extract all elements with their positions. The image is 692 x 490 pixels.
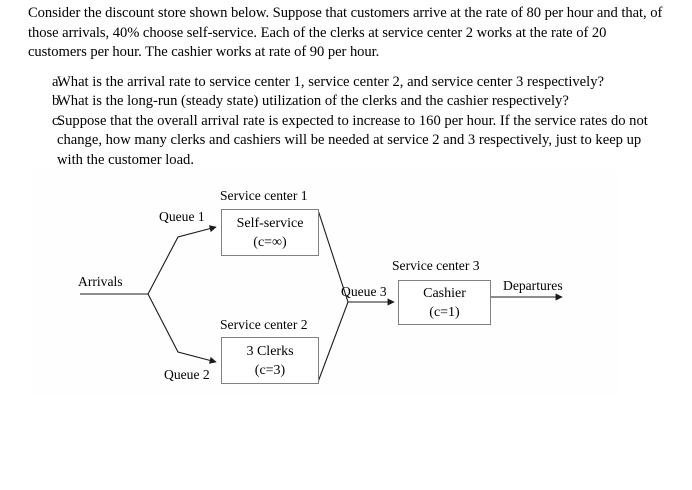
question-item-a: a. What is the arrival rate to service c… (28, 73, 664, 93)
service-center-2-box: 3 Clerks (c=3) (221, 337, 319, 384)
service-center-2-title: Service center 2 (220, 317, 308, 332)
service-center-3-box: Cashier (c=1) (398, 280, 491, 325)
question-marker-a: a. (52, 73, 63, 90)
arrivals-label: Arrivals (78, 274, 123, 289)
service-center-1-name: Self-service (236, 215, 304, 231)
queue-1-label: Queue 1 (159, 209, 205, 224)
question-text-a: What is the arrival rate to service cent… (57, 73, 604, 90)
service-center-1-capacity: (c=∞) (253, 234, 287, 250)
question-item-c: c. Suppose that the overall arrival rate… (28, 112, 664, 171)
service-center-3-capacity: (c=1) (429, 304, 460, 320)
service-center-1-title: Service center 1 (220, 188, 308, 203)
question-marker-b: b. (52, 93, 63, 109)
service-center-1-box: Self-service (c=∞) (221, 209, 319, 256)
service-center-3-name: Cashier (423, 285, 466, 301)
queue-2-label: Queue 2 (164, 367, 210, 382)
service-center-2-capacity: (c=3) (254, 362, 286, 378)
question-item-b: b. What is the long-run (steady state) u… (28, 92, 664, 112)
departures-label: Departures (503, 278, 563, 293)
service-center-2-name: 3 Clerks (246, 343, 294, 359)
service-center-3-title: Service center 3 (392, 258, 480, 273)
question-text-c: Suppose that the overall arrival rate is… (57, 112, 648, 168)
question-marker-c: c. (52, 112, 63, 129)
intro-paragraph: Consider the discount store shown below.… (28, 5, 663, 60)
question-text-b: What is the long-run (steady state) util… (57, 93, 569, 109)
queue-3-label: Queue 3 (341, 284, 387, 299)
question-list: a. What is the arrival rate to service c… (28, 73, 664, 171)
problem-text-block: Consider the discount store shown below.… (28, 4, 664, 170)
